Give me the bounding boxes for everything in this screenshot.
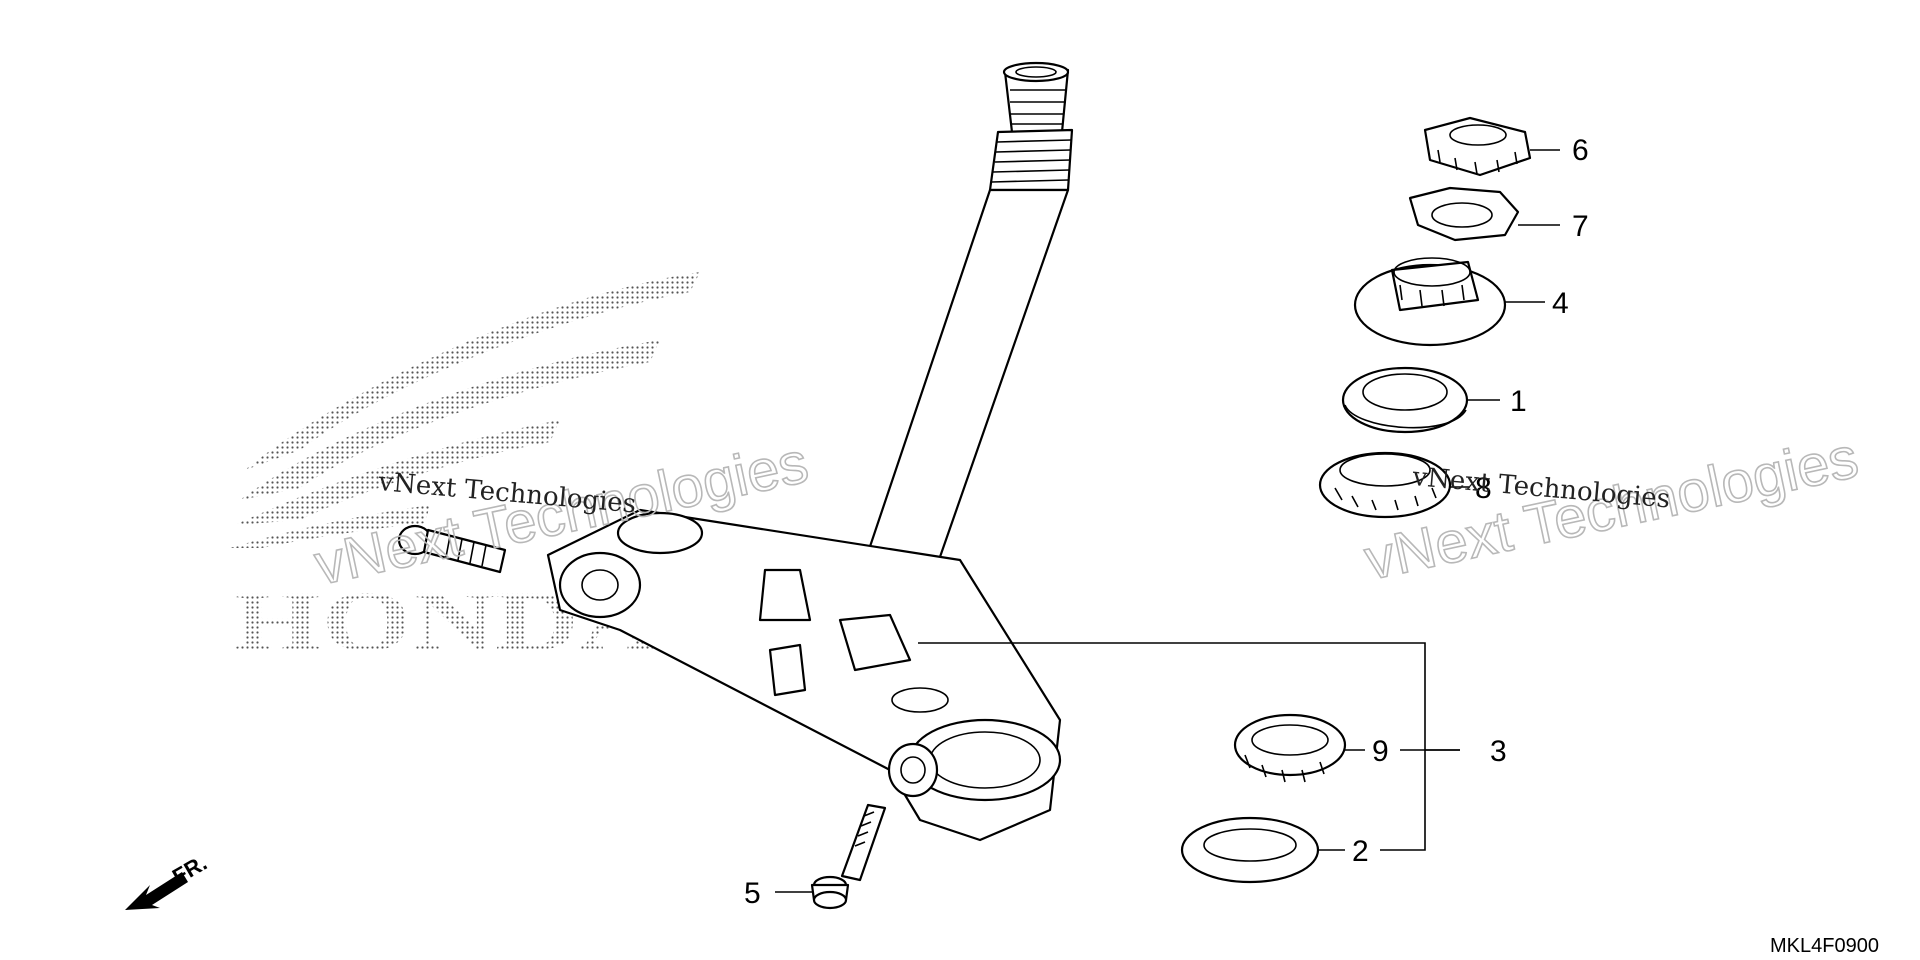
callout-labels: 6 7 4 1 8 9 3 2 5 [744,134,1589,910]
bottom-bridge [546,508,1062,842]
leader-lines [775,149,1560,893]
callout-4: 4 [1552,287,1569,320]
callout-7: 7 [1572,210,1589,243]
callout-5: 5 [744,877,761,910]
watermark-right: vNext Technologies vNext Technologies [1358,424,1864,594]
part-4-adjusting-nut [1353,257,1507,347]
front-direction-arrow: FR. [125,850,211,910]
part-9-lower-bearing [1233,713,1347,783]
callout-9: 9 [1372,735,1389,768]
bolt-left [397,524,507,574]
part-6-lock-nut [1423,116,1532,177]
callout-2: 2 [1352,835,1369,868]
part-7-lock-washer [1408,186,1520,242]
diagram-code: MKL4F0900 [1770,935,1879,957]
bolt-5 [810,803,887,910]
callout-6: 6 [1572,134,1589,167]
callout-1: 1 [1510,385,1527,418]
callout-3: 3 [1490,735,1507,768]
part-8-upper-bearing [1318,451,1452,519]
part-1-dust-seal [1341,366,1469,434]
steering-stem [850,61,1074,622]
part-2-lower-dust-seal [1180,816,1320,884]
callout-8: 8 [1475,472,1492,505]
